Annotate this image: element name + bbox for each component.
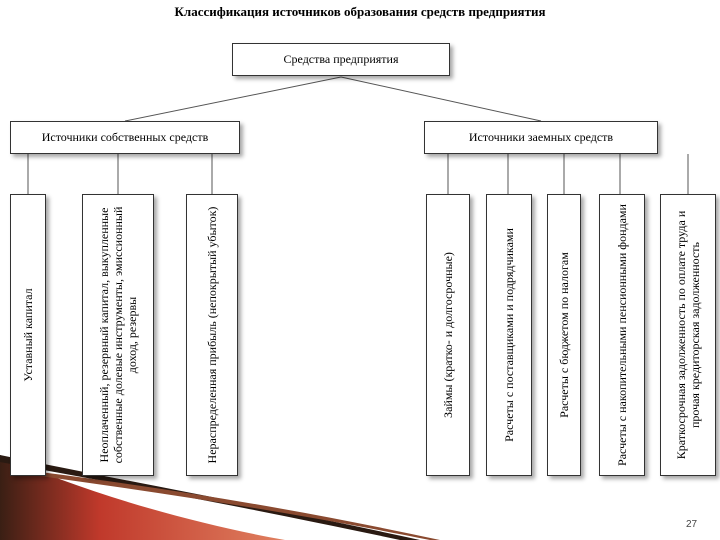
borrowed-item-pension-funds: Расчеты с накопительными пенсионными фон… — [599, 194, 645, 476]
own-sources-node: Источники собственных средств — [10, 121, 240, 154]
decorative-swoosh — [0, 455, 440, 540]
own-item-label: Уставный капитал — [21, 288, 35, 382]
own-sources-label: Источники собственных средств — [41, 130, 209, 144]
borrowed-item-loans: Займы (кратко- и долгосрочные) — [426, 194, 470, 476]
borrowed-sources-label: Источники заемных средств — [468, 130, 614, 144]
own-item-label: Неоплаченный, резервный капитал, выкупле… — [97, 206, 139, 464]
borrowed-item-label: Займы (кратко- и долгосрочные) — [441, 252, 455, 418]
borrowed-item-label: Расчеты с бюджетом по налогам — [557, 252, 571, 418]
borrowed-item-label: Краткосрочная задолженность по оплате тр… — [674, 210, 702, 460]
page-number: 27 — [686, 519, 698, 530]
root-node: Средства предприятия — [232, 43, 450, 76]
root-label: Средства предприятия — [283, 52, 399, 66]
borrowed-item-payables: Краткосрочная задолженность по оплате тр… — [660, 194, 716, 476]
own-item-retained-earnings: Нераспределенная прибыль (непокрытый убы… — [186, 194, 238, 476]
borrowed-item-label: Расчеты с накопительными пенсионными фон… — [615, 204, 629, 466]
own-item-label: Нераспределенная прибыль (непокрытый убы… — [205, 206, 219, 464]
diagram-title: Классификация источников образования сре… — [174, 4, 546, 19]
own-item-charter-capital: Уставный капитал — [10, 194, 46, 476]
borrowed-item-label: Расчеты с поставщиками и подрядчиками — [502, 228, 516, 442]
own-item-reserve-capital: Неоплаченный, резервный капитал, выкупле… — [82, 194, 154, 476]
borrowed-sources-node: Источники заемных средств — [424, 121, 658, 154]
borrowed-item-suppliers: Расчеты с поставщиками и подрядчиками — [486, 194, 532, 476]
borrowed-item-budget-taxes: Расчеты с бюджетом по налогам — [547, 194, 581, 476]
